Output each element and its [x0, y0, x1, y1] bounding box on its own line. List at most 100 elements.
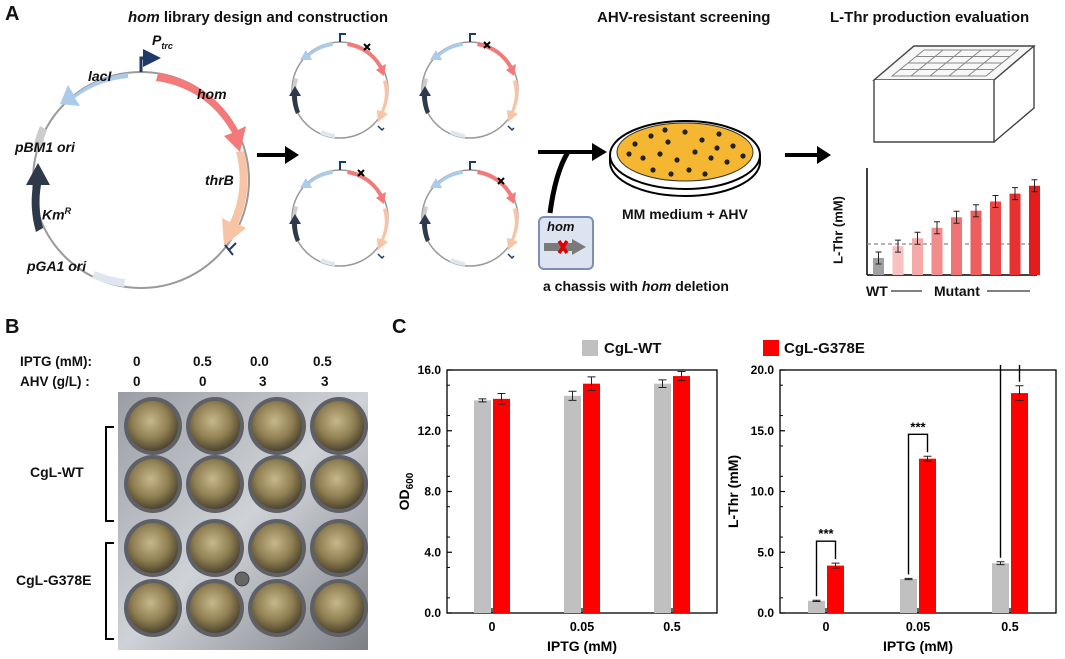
error-bar	[478, 398, 487, 403]
km-label: KmR	[42, 206, 71, 223]
culture-well	[314, 401, 364, 451]
bar-g378e-0	[493, 398, 510, 613]
significance-bracket	[907, 433, 929, 575]
x-tick-label: 0.5	[1001, 620, 1018, 634]
mini-error-bar	[973, 204, 979, 218]
y-tick-label: 20.0	[751, 365, 775, 377]
arrow-to-evaluation	[785, 146, 831, 164]
legend-swatch-wt	[582, 340, 598, 356]
error-bar	[677, 371, 686, 382]
ahv-row-label: AHV (g/L) :	[20, 374, 90, 389]
culture-well	[128, 459, 178, 509]
y-tick-label: 0.0	[757, 606, 774, 620]
mini-production-chart	[866, 168, 1040, 292]
culture-well	[252, 583, 302, 633]
culture-well	[252, 523, 302, 573]
culture-well	[128, 523, 178, 573]
km-segment	[26, 163, 50, 232]
ptrc-main: P	[152, 32, 162, 48]
bar-g378e-0	[827, 565, 844, 613]
x-axis-label: IPTG (mM)	[883, 638, 953, 654]
error-bar	[1015, 385, 1024, 401]
error-bar	[923, 455, 932, 462]
culture-well	[252, 401, 302, 451]
mini-error-bar	[953, 210, 960, 224]
x-tick-label: 0	[489, 620, 496, 634]
laci-segment	[60, 73, 128, 106]
title-hom-italic: hom	[128, 9, 160, 26]
km-sup: R	[64, 206, 72, 216]
mini-bar-M8	[1029, 185, 1040, 275]
culture-well	[190, 583, 240, 633]
iptg-value-2: 0.5	[193, 354, 212, 369]
significance-bracket	[999, 365, 1021, 558]
mini-bar-M1	[892, 246, 904, 275]
significance-bracket	[815, 540, 837, 597]
terminator-mark	[224, 242, 237, 256]
hom-segment	[156, 73, 246, 152]
mini-wt-label: WT	[866, 283, 888, 299]
mini-plasmid-2	[419, 33, 519, 139]
mini-bar-M4	[951, 217, 962, 275]
mini-bar-M3	[931, 227, 943, 275]
mini-plasmid-3	[289, 161, 389, 267]
mini-plasmid-4	[419, 161, 519, 267]
legend-label-g378e: CgL-G378E	[784, 340, 865, 357]
pbm1-label: pBM1 ori	[15, 139, 75, 155]
chassis-caption: a chassis with hom deletion	[543, 278, 729, 294]
chassis-prefix: a chassis with	[543, 278, 642, 294]
culture-well	[128, 583, 178, 633]
mini-bar-WT	[873, 257, 884, 275]
error-bar	[904, 577, 913, 581]
transformation-arrow	[538, 143, 607, 214]
error-bar	[497, 393, 506, 405]
chassis-hom-label: hom	[547, 219, 575, 234]
bar-wt-0.5	[654, 383, 671, 613]
culture-well	[252, 459, 302, 509]
bar-wt-0.5	[992, 563, 1009, 613]
x-tick-label: 0.05	[906, 620, 930, 634]
mini-error-bar	[1031, 179, 1038, 193]
mini-plasmid-1	[289, 33, 389, 139]
y-tick-label: 5.0	[757, 545, 774, 559]
mini-bar-M7	[1009, 193, 1021, 275]
mini-bar-M2	[912, 238, 923, 275]
dish-caption: MM medium + AHV	[622, 206, 748, 222]
culture-well	[190, 459, 240, 509]
thrb-label: thrB	[205, 172, 234, 188]
error-bar	[587, 376, 596, 392]
ptrc-promoter-arrow	[139, 49, 161, 72]
panel-letter-c: C	[392, 316, 407, 338]
pga1-segment	[92, 271, 125, 287]
y-tick-label: 12.0	[418, 424, 442, 438]
error-bar	[658, 379, 667, 388]
laci-label: lacI	[88, 68, 112, 84]
y-tick-label: 10.0	[751, 485, 775, 499]
culture-well	[314, 523, 364, 573]
bar-g378e-0.5	[673, 376, 690, 613]
iptg-value-1: 0	[133, 354, 141, 369]
mini-error-bar	[934, 221, 940, 235]
thrb-segment	[222, 151, 248, 246]
significance-stars: ***	[818, 526, 834, 541]
legend-label-wt: CgL-WT	[604, 340, 662, 357]
culture-plate-photo	[118, 392, 368, 650]
mini-error-bar	[1012, 187, 1018, 201]
x-tick-label: 0.05	[570, 620, 594, 634]
chassis-italic: hom	[641, 278, 672, 294]
panel-letter-b: B	[5, 316, 20, 338]
petri-dish	[609, 120, 761, 197]
arrow-to-library	[257, 146, 299, 164]
mini-plasmid-library	[289, 33, 519, 267]
mini-ylabel: L-Thr (mM)	[830, 196, 846, 264]
ahv-value-2: 0	[199, 374, 207, 389]
bar-g378e-0.05	[583, 383, 600, 613]
significance-stars: ***	[910, 419, 926, 434]
title-rest: library design and construction	[159, 9, 389, 26]
ahv-value-3: 3	[259, 374, 267, 389]
mini-error-bar	[895, 239, 901, 253]
y-tick-label: 16.0	[418, 365, 442, 377]
y-tick-label: 8.0	[424, 485, 441, 499]
y-tick-label: 4.0	[424, 545, 441, 559]
